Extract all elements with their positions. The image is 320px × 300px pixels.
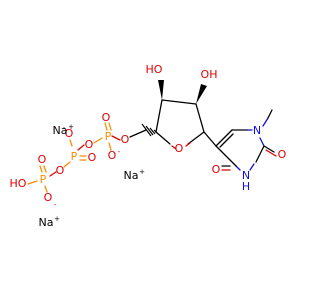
atom-p-beta: P <box>71 150 78 163</box>
bond-palpha-oup-b <box>108 122 112 131</box>
sodium-ions: Na + Na + Na + <box>39 123 146 229</box>
atom-n1: N <box>253 124 261 137</box>
bonds <box>27 80 277 193</box>
atom-o-c2: O <box>278 148 287 161</box>
atom-o-gamma-down: O <box>44 191 53 204</box>
bond-c2-n3 <box>255 145 265 163</box>
charge-o-beta-up: - <box>63 124 66 132</box>
bond-pbeta-obridge2 <box>63 161 71 168</box>
bond-n3-c4-half <box>235 165 241 171</box>
atom-o-alpha-down: O <box>108 149 117 162</box>
molecule-structure-diagram: HO OH O O P O O - O P O - O O P O O - HO… <box>10 63 287 229</box>
ion-na-1-charge: + <box>68 123 74 131</box>
charge-o-gamma-down: - <box>54 201 57 209</box>
wedge-c2-oh <box>196 84 207 104</box>
bond-pgamma-oh <box>27 180 38 185</box>
atom-o-gamma-up: O <box>38 153 47 166</box>
bond-c1-c5pyr <box>203 131 217 147</box>
ion-na-2: Na <box>124 169 139 182</box>
bond-c3-c2 <box>161 99 197 105</box>
bond-n1-c2 <box>259 137 265 147</box>
bond-obridge2-pgamma <box>49 171 57 177</box>
bond-methyl <box>267 109 273 119</box>
atom-o-bridge-2: O <box>56 164 65 177</box>
bond-c5-c6-double <box>219 133 234 148</box>
atom-labels: HO OH O O P O O - O P O - O O P O O - HO… <box>10 63 287 209</box>
hash-c4-c5 <box>141 123 158 137</box>
atom-h-n3: H <box>242 180 250 193</box>
bond-c5-o5 <box>129 129 147 138</box>
ion-na-3-charge: + <box>54 215 60 223</box>
bond-c2-o-double <box>265 149 277 157</box>
bond-pgamma-odown <box>44 185 48 193</box>
bond-oring-left <box>171 145 177 150</box>
bond-palpha-oup-a <box>104 122 108 131</box>
wedge-c3-oh <box>158 80 164 100</box>
bond-obridge1-pbeta <box>77 144 85 151</box>
charge-o-alpha-down: - <box>118 148 121 156</box>
atom-n3: N <box>242 169 250 182</box>
bond-pgamma-oup-a <box>39 165 43 173</box>
bond-n1-me <box>262 117 269 127</box>
ion-na-3: Na <box>39 216 54 229</box>
atom-ho-gamma: HO <box>10 177 27 190</box>
bond-c4-c3 <box>155 99 163 133</box>
atom-p-gamma: P <box>40 173 47 186</box>
bond-n3-half <box>249 163 255 171</box>
bond-pbeta-oup <box>69 139 73 147</box>
bond-c4-c5 <box>215 145 237 167</box>
atom-ho-3: HO <box>146 63 163 76</box>
bond-pgamma-oup-b <box>43 165 47 173</box>
bond-c2-c1 <box>195 103 205 133</box>
bond-o5-palpha <box>111 135 121 141</box>
bond-oring-right <box>185 142 191 147</box>
atom-o-ring: O <box>175 142 184 155</box>
bond-c2-o <box>263 145 275 153</box>
bond-palpha-odown <box>108 142 112 151</box>
bond-c5-c6 <box>215 129 233 147</box>
atom-o-alpha-up: O <box>102 111 111 124</box>
atom-o-beta-right: O <box>88 151 97 164</box>
atom-o-5: O <box>121 133 130 146</box>
ion-na-1: Na <box>53 124 68 137</box>
ion-na-2-charge: + <box>139 168 145 176</box>
bond-c1-oring <box>187 131 205 145</box>
atom-o-bridge-1: O <box>85 138 94 151</box>
bond-oring-c4 <box>155 131 171 145</box>
atom-p-alpha: P <box>105 130 112 143</box>
atom-oh-2: OH <box>201 68 218 81</box>
bond-palpha-obridge <box>93 137 103 144</box>
atom-o-c4: O <box>212 163 221 176</box>
atom-o-beta-up: O <box>65 127 74 140</box>
